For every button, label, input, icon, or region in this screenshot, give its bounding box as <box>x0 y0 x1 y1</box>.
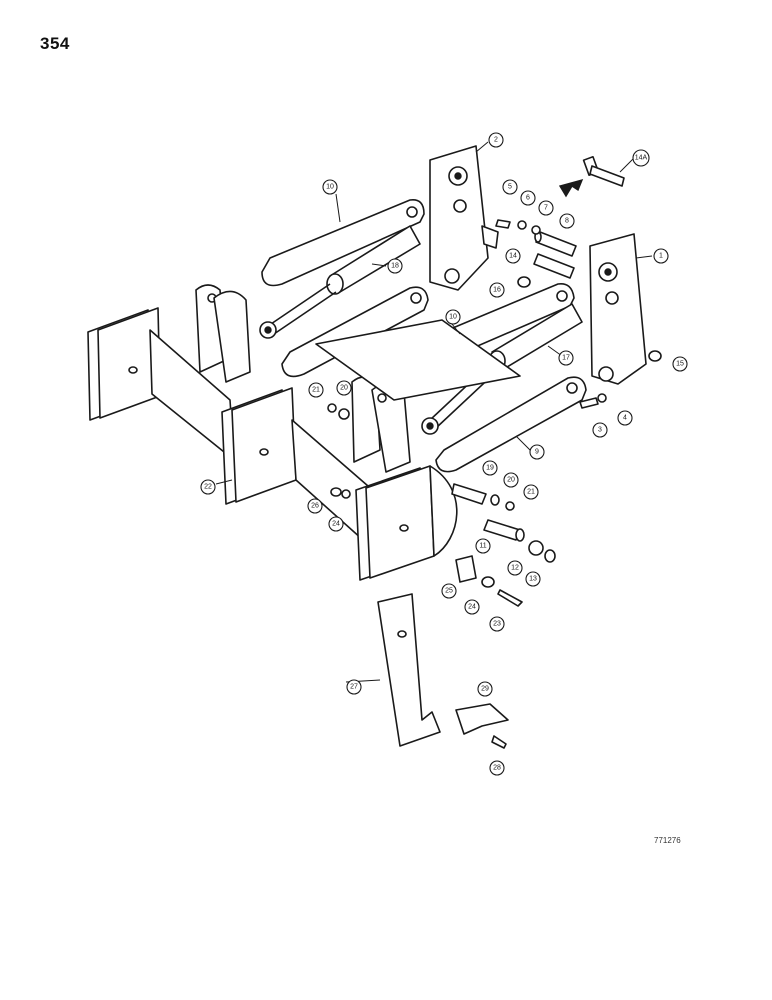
svg-text:20: 20 <box>507 477 515 484</box>
callout-20-upper: 20 <box>336 380 352 396</box>
callout-29: 29 <box>477 681 493 697</box>
svg-text:10: 10 <box>449 314 457 321</box>
callout-21-upper: 21 <box>308 382 324 398</box>
callout-5: 5 <box>502 179 518 195</box>
svg-text:28: 28 <box>493 765 501 772</box>
callout-13: 13 <box>525 571 541 587</box>
callout-25: 25 <box>441 583 457 599</box>
svg-text:19: 19 <box>486 465 494 472</box>
callout-24-lower: 24 <box>464 599 480 615</box>
drawing-code: 771276 <box>654 836 681 845</box>
callout-9: 9 <box>529 444 545 460</box>
svg-text:10: 10 <box>326 184 334 191</box>
svg-text:24: 24 <box>468 604 476 611</box>
callout-15: 15 <box>672 356 688 372</box>
callout-4: 4 <box>617 410 633 426</box>
svg-text:27: 27 <box>350 684 358 691</box>
svg-text:7: 7 <box>544 205 548 212</box>
svg-text:3: 3 <box>598 427 602 434</box>
svg-text:26: 26 <box>311 503 319 510</box>
callout-22: 22 <box>200 479 216 495</box>
svg-text:9: 9 <box>535 449 539 456</box>
callout-7: 7 <box>538 200 554 216</box>
leader-lines <box>215 141 653 683</box>
mounting-lugs <box>195 284 411 473</box>
svg-text:5: 5 <box>508 184 512 191</box>
page-number: 354 <box>40 34 70 53</box>
callout-2: 2 <box>488 132 504 148</box>
svg-text:23: 23 <box>493 621 501 628</box>
lower-links <box>281 286 587 473</box>
svg-text:29: 29 <box>481 686 489 693</box>
callout-17: 17 <box>558 350 574 366</box>
callout-21-lower: 21 <box>523 484 539 500</box>
svg-text:8: 8 <box>565 218 569 225</box>
svg-text:6: 6 <box>526 195 530 202</box>
svg-text:14A: 14A <box>635 155 648 162</box>
svg-text:17: 17 <box>562 355 570 362</box>
svg-text:2: 2 <box>494 137 498 144</box>
svg-text:4: 4 <box>623 415 627 422</box>
svg-text:18: 18 <box>391 263 399 270</box>
svg-text:16: 16 <box>493 287 501 294</box>
callout-6: 6 <box>520 190 536 206</box>
callouts: 1 2 3 4 5 6 7 8 9 10 10 11 12 13 14 14A … <box>200 132 688 776</box>
svg-text:21: 21 <box>312 387 320 394</box>
callout-8: 8 <box>559 213 575 229</box>
svg-text:12: 12 <box>511 565 519 572</box>
hardware <box>327 155 662 607</box>
svg-text:11: 11 <box>479 543 486 550</box>
svg-text:22: 22 <box>204 484 212 491</box>
callout-10-lower: 10 <box>445 309 461 325</box>
frame-beam <box>87 307 458 581</box>
callout-1: 1 <box>653 248 669 264</box>
svg-text:14: 14 <box>509 253 517 260</box>
svg-text:13: 13 <box>529 576 537 583</box>
callout-3: 3 <box>592 422 608 438</box>
ripper-shank <box>377 593 509 749</box>
callout-24-upper: 24 <box>328 516 344 532</box>
callout-11: 11 <box>475 538 491 554</box>
callout-28: 28 <box>489 760 505 776</box>
callout-14: 14 <box>505 248 521 264</box>
callout-26: 26 <box>307 498 323 514</box>
side-brackets <box>429 145 647 385</box>
callout-19: 19 <box>482 460 498 476</box>
callout-12: 12 <box>507 560 523 576</box>
svg-text:21: 21 <box>527 489 535 496</box>
svg-text:20: 20 <box>340 385 348 392</box>
callout-16: 16 <box>489 282 505 298</box>
svg-text:24: 24 <box>332 521 340 528</box>
callout-10-upper: 10 <box>322 179 338 195</box>
hydraulic-cylinders <box>259 225 583 435</box>
svg-text:1: 1 <box>659 253 663 260</box>
callout-14a: 14A <box>632 149 650 167</box>
callout-23: 23 <box>489 616 505 632</box>
svg-text:25: 25 <box>445 588 453 595</box>
callout-20-lower: 20 <box>503 472 519 488</box>
svg-text:15: 15 <box>676 361 684 368</box>
callout-18: 18 <box>387 258 403 274</box>
callout-27: 27 <box>346 679 362 695</box>
